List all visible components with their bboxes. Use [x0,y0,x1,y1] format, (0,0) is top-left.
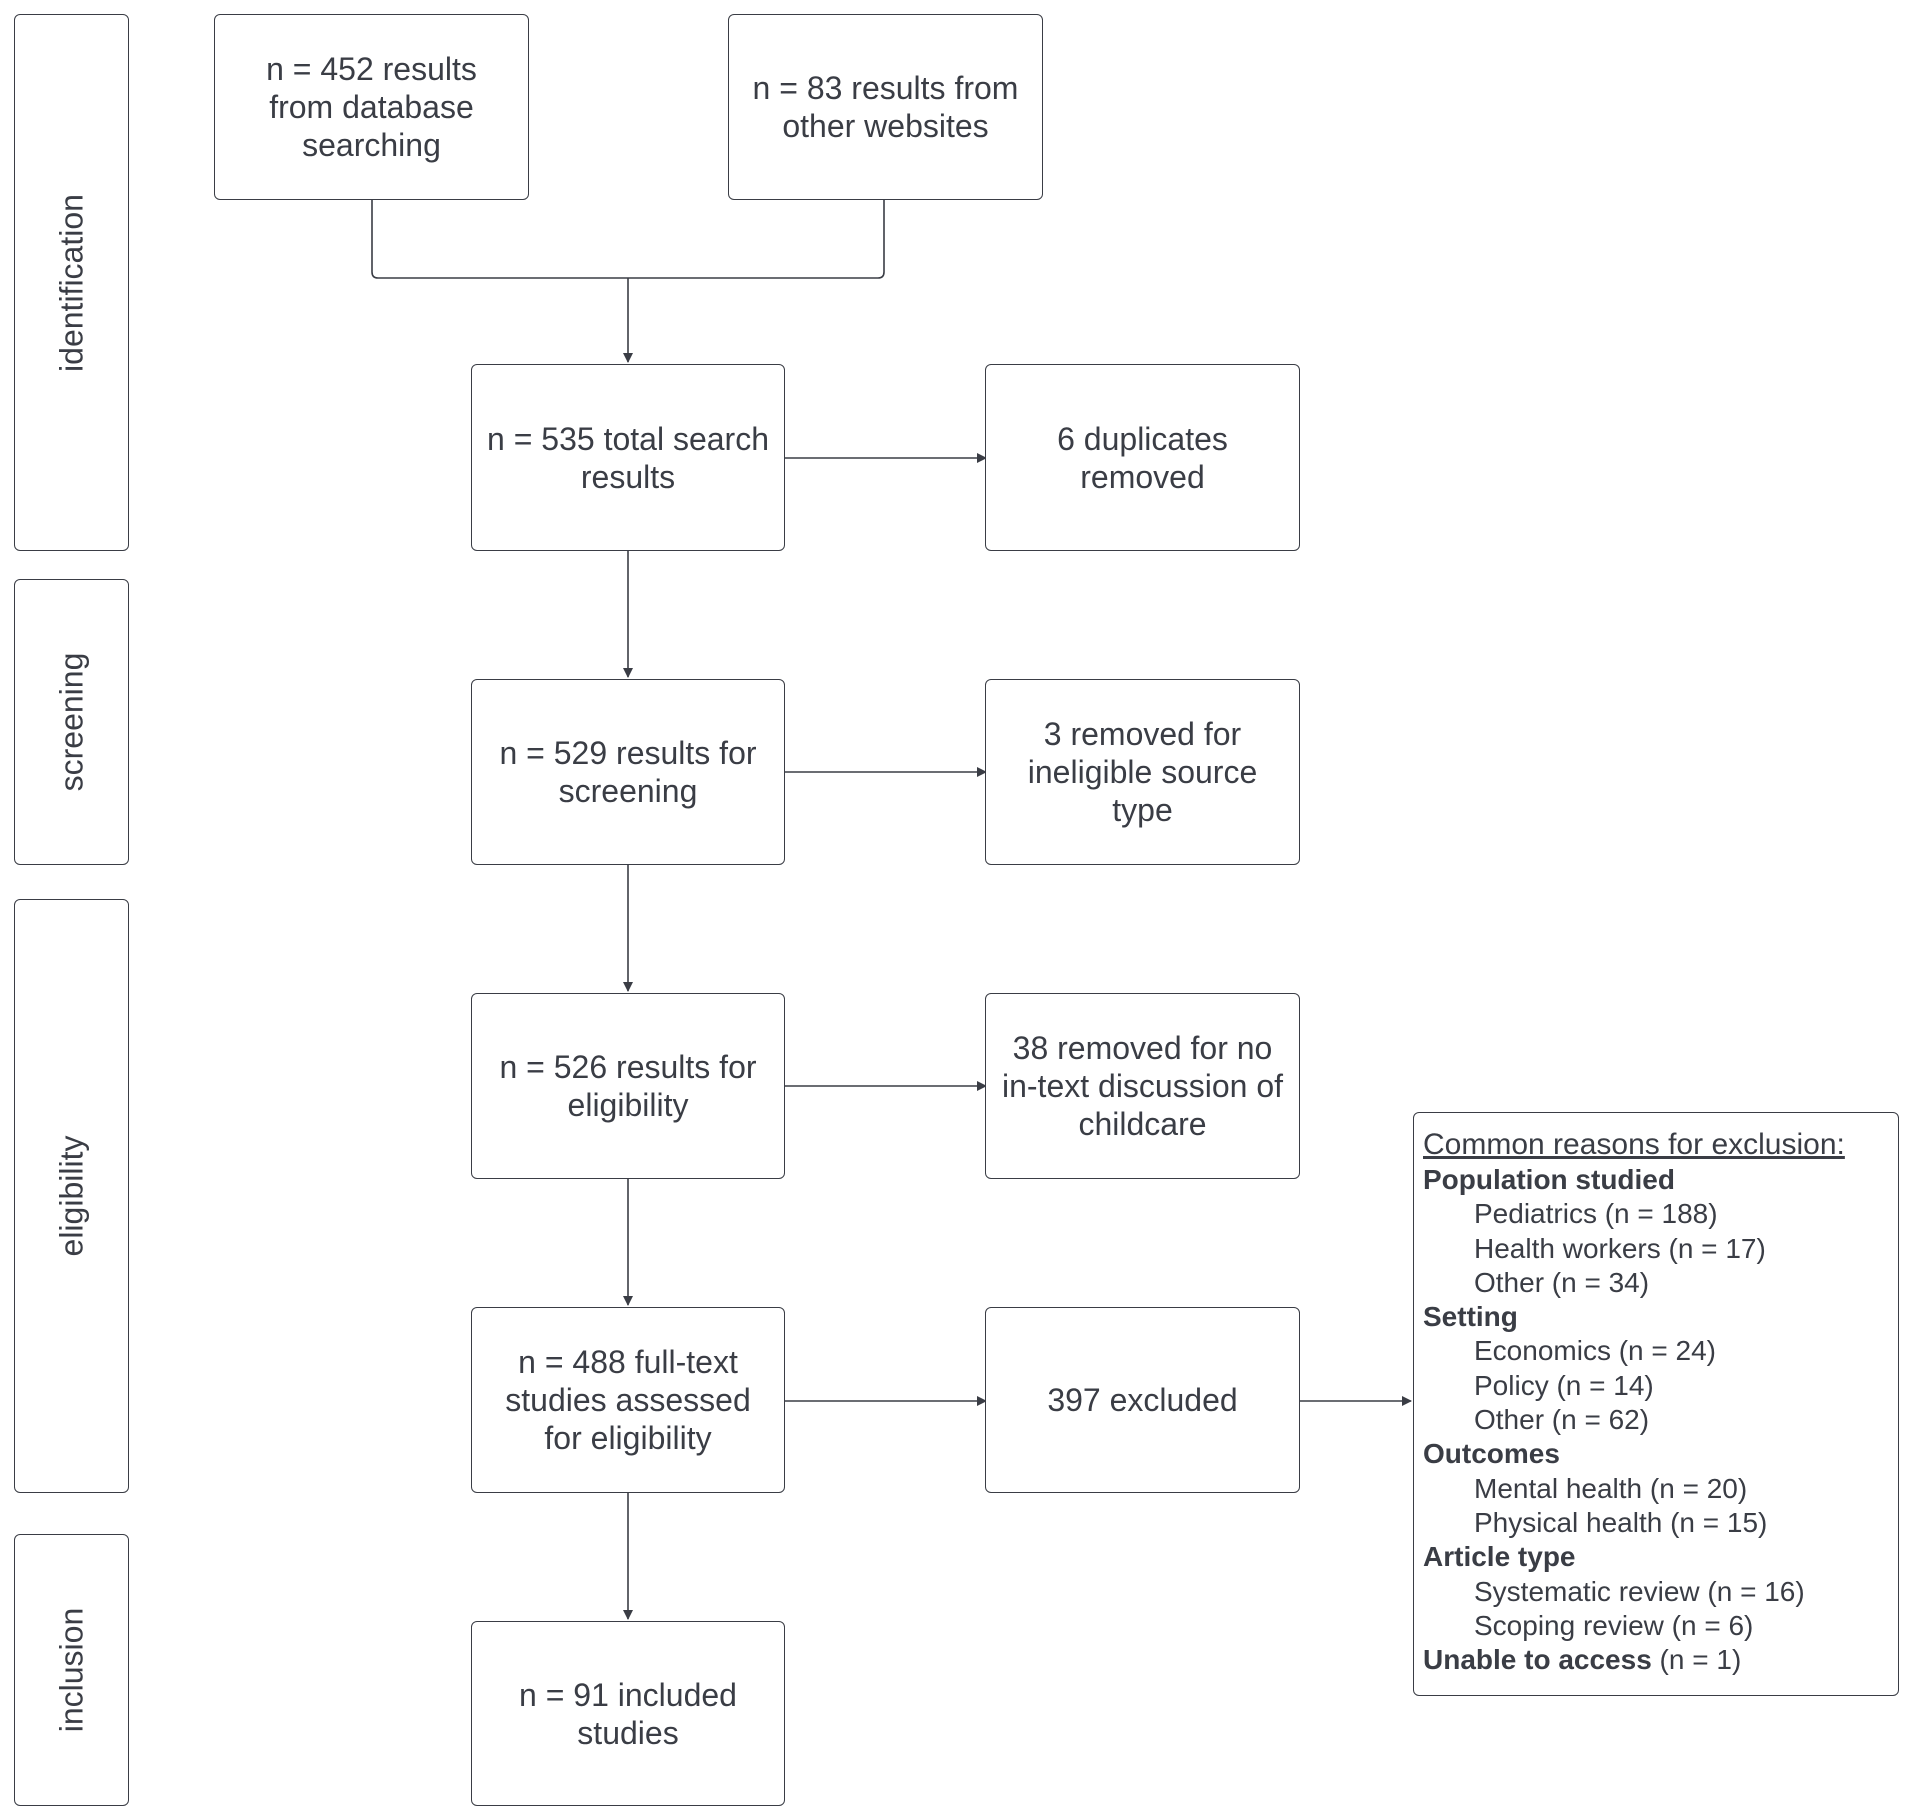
reason-item: Systematic review (n = 16) [1474,1575,1805,1607]
merge-connector [371,200,885,279]
box-included-studies: n = 91 included studies [471,1621,785,1806]
reason-item: Economics (n = 24) [1474,1335,1716,1367]
box-fulltext-assessed: n = 488 full-text studies assessed for e… [471,1307,785,1493]
category-setting: Setting [1423,1301,1518,1333]
box-screening-results: n = 529 results for screening [471,679,785,865]
box-ineligible-removed: 3 removed for ineligible source type [985,679,1300,865]
reason-item: Physical health (n = 15) [1474,1506,1768,1538]
box-duplicates-removed: 6 duplicates removed [985,364,1300,551]
reason-item: Pediatrics (n = 188) [1474,1198,1718,1230]
category-article-type: Article type [1423,1541,1576,1573]
stage-label-eligibility: eligibility [53,1135,89,1257]
reason-item: Mental health (n = 20) [1474,1472,1748,1504]
reason-unable-to-access: Unable to access (n = 1) [1423,1643,1898,1677]
box-eligibility-results: n = 526 results for eligibility [471,993,785,1179]
stage-identification: identification [14,14,129,551]
reason-item: Scoping review (n = 6) [1474,1609,1754,1641]
stage-label-inclusion: inclusion [53,1607,89,1733]
box-database-results: n = 452 results from database searching [214,14,529,200]
reason-item: Policy (n = 14) [1474,1369,1654,1401]
stage-label-identification: identification [53,193,89,372]
reason-item: Health workers (n = 17) [1474,1232,1766,1264]
reason-item: Other (n = 62) [1474,1404,1650,1436]
exclusion-reasons-box: Common reasons for exclusion: Population… [1413,1112,1899,1696]
box-no-discussion-removed: 38 removed for no in-text discussion of … [985,993,1300,1179]
stage-eligibility: eligibility [14,899,129,1493]
category-outcomes: Outcomes [1423,1438,1560,1470]
stage-screening: screening [14,579,129,865]
reason-item: Other (n = 34) [1474,1266,1650,1298]
stage-label-screening: screening [53,652,89,792]
box-total-results: n = 535 total search results [471,364,785,551]
exclusion-reasons-title: Common reasons for exclusion: [1423,1128,1845,1161]
category-population: Population studied [1423,1164,1675,1195]
unable-to-access-count: (n = 1) [1651,1644,1742,1676]
box-excluded: 397 excluded [985,1307,1300,1493]
stage-inclusion: inclusion [14,1534,129,1806]
category-unable-to-access: Unable to access [1423,1644,1652,1676]
box-website-results: n = 83 results from other websites [728,14,1043,200]
